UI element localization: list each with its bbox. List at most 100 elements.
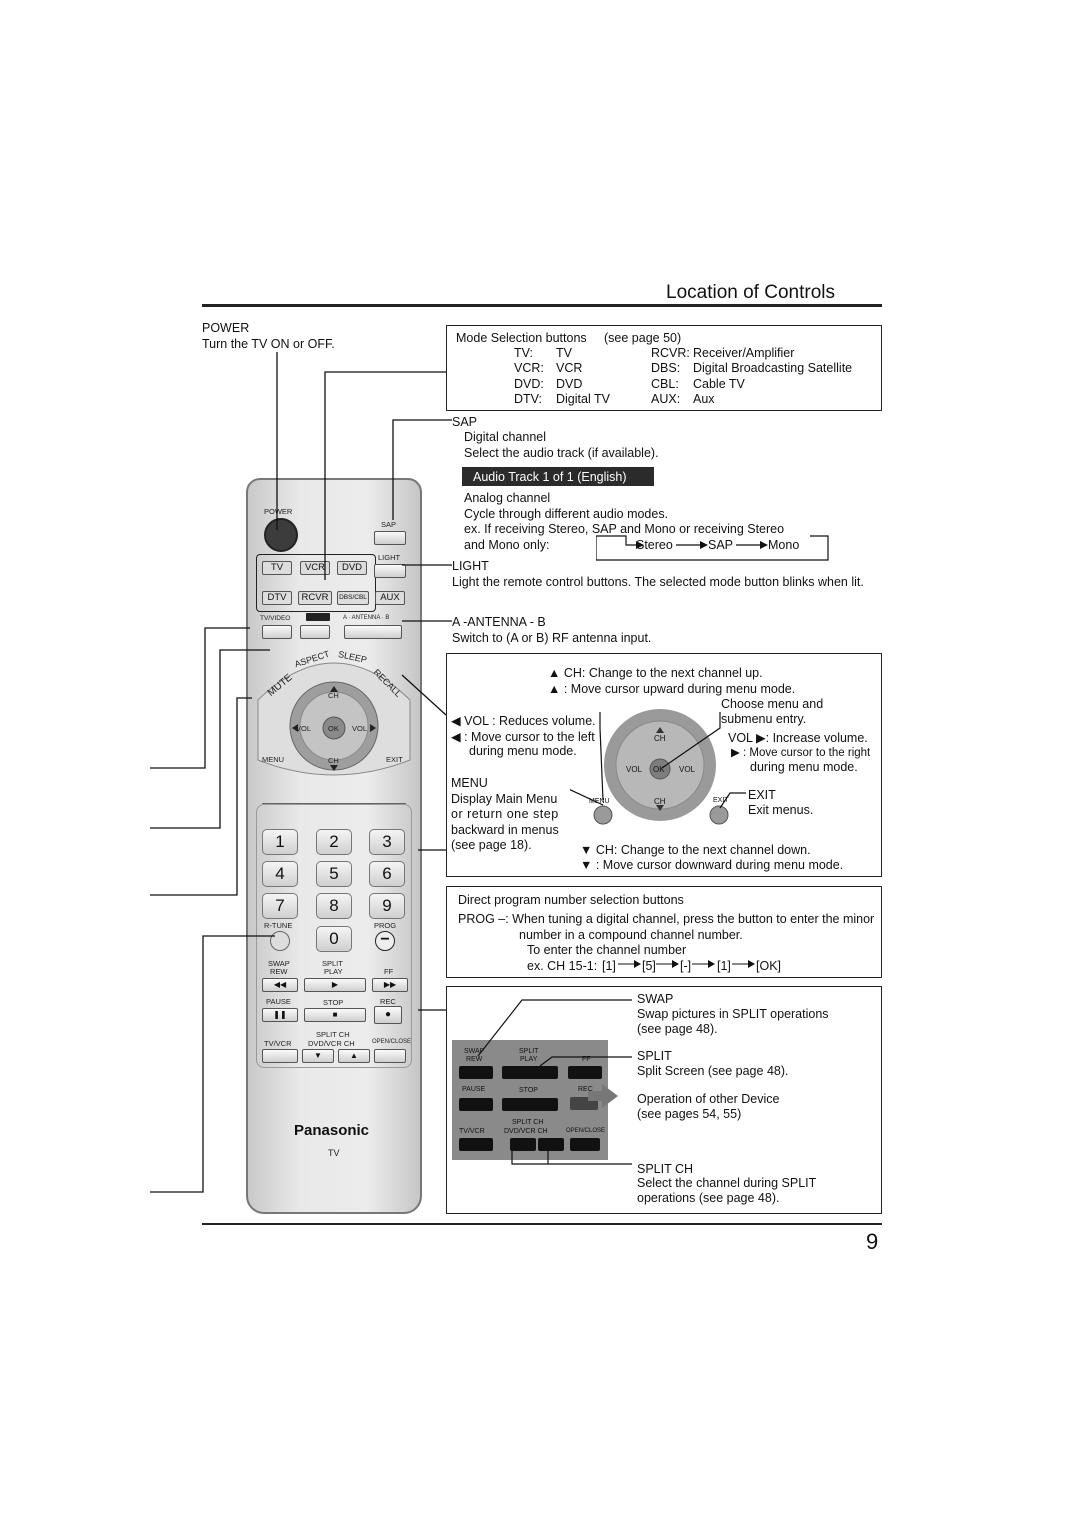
- remote-digit-8: 8: [316, 893, 352, 919]
- nav-cursor-up: ▲ : Move cursor upward during menu mode.: [548, 682, 796, 696]
- sap-cycle-stereo: Stereo: [636, 538, 673, 552]
- panel-pause: PAUSE: [462, 1086, 486, 1093]
- remote-power-button: [264, 518, 298, 552]
- prog-enter: To enter the channel number: [527, 943, 687, 957]
- sap-digital-desc: Select the audio track (if available).: [464, 446, 659, 460]
- mode-value: TV: [556, 346, 572, 360]
- prog-step: [1]: [717, 959, 731, 973]
- power-desc: Turn the TV ON or OFF.: [202, 337, 335, 351]
- prog-step-arrows: [618, 960, 755, 968]
- nav-vol-down: ◀ VOL : Reduces volume.: [451, 714, 596, 728]
- nav-submenu: submenu entry.: [721, 712, 807, 726]
- mode-key: DTV:: [514, 392, 543, 406]
- remote-tvvideo-button: [262, 625, 292, 639]
- nav-cursor-left: ◀ : Move cursor to the left: [451, 730, 595, 744]
- nav-pad-menu: MENU: [589, 798, 610, 805]
- remote-chup-button: ▲: [338, 1049, 370, 1063]
- mode-value: Aux: [693, 392, 715, 406]
- remote-nav-ring: [257, 662, 411, 776]
- remote-digit-3: 3: [369, 829, 405, 855]
- panel-stop: STOP: [519, 1087, 538, 1094]
- mode-value: VCR: [556, 361, 583, 375]
- panel-play-button: [502, 1066, 558, 1079]
- nav-pad-ch-bottom: CH: [654, 797, 666, 806]
- other-device: Operation of other Device: [637, 1092, 780, 1106]
- sap-example: ex. If receiving Stereo, SAP and Mono or…: [464, 522, 785, 536]
- panel-split: SPLIT: [519, 1048, 539, 1055]
- prog-step: [5]: [642, 959, 656, 973]
- antenna-heading: A -ANTENNA - B: [452, 615, 546, 629]
- remote-digit-2: 2: [316, 829, 352, 855]
- remote-dvdvcrch-label: DVD/VCR CH: [308, 1039, 355, 1048]
- split-heading: SPLIT: [637, 1049, 672, 1063]
- panel-tvvcr-button: [459, 1138, 493, 1151]
- nav-pad-illustration: [570, 709, 746, 825]
- program-number-box: [446, 886, 882, 978]
- mode-value: Digital Broadcasting Satellite: [693, 361, 853, 375]
- remote-dvd-button: DVD: [337, 561, 367, 575]
- splitch-see: operations (see page 48).: [637, 1191, 780, 1205]
- remote-rtune-label: R-TUNE: [264, 921, 293, 930]
- panel-chup-button: [538, 1138, 564, 1151]
- remote-tvvcr-label: TV/VCR: [264, 1039, 292, 1048]
- prog-desc2: number in a compound channel number.: [519, 928, 743, 942]
- panel-splitch: SPLIT CH: [512, 1119, 544, 1126]
- mode-value: DVD: [556, 377, 583, 391]
- remote-dtv-button: DTV: [262, 591, 292, 605]
- nav-ch-up: ▲ CH: Change to the next channel up.: [548, 666, 763, 680]
- sap-cycle-arrows: [596, 535, 829, 561]
- remote-digit-9: 9: [369, 893, 405, 919]
- remote-ff-button: ▶▶: [372, 978, 408, 992]
- remote-pause-label: PAUSE: [266, 997, 291, 1006]
- sap-heading: SAP: [452, 415, 478, 429]
- remote-sap-label: SAP: [381, 520, 397, 529]
- panel-callout-lines: [477, 999, 632, 1165]
- remote-antenna-label: A · ANTENNA · B: [343, 615, 390, 621]
- nav-cursor-right2: during menu mode.: [750, 760, 858, 774]
- sap-analog-desc: Cycle through different audio modes.: [464, 507, 669, 521]
- remote-ff-label: FF: [384, 967, 394, 976]
- panel-rew: REW: [466, 1056, 483, 1063]
- mode-value: Receiver/Amplifier: [693, 346, 795, 360]
- bottom-rule: [202, 1223, 882, 1225]
- mode-key: DVD:: [514, 377, 544, 391]
- remote-sd-button: [300, 625, 330, 639]
- remote-vol-left-label: VOL: [296, 724, 312, 733]
- nav-pad-ch-top: CH: [654, 734, 666, 743]
- prog-desc: PROG –: When tuning a digital channel, p…: [458, 912, 875, 926]
- prog-step: [OK]: [756, 959, 782, 973]
- mode-value: Cable TV: [693, 377, 745, 391]
- remote-ok-label: OK: [328, 724, 339, 733]
- nav-choose-menu: Choose menu and: [721, 697, 824, 711]
- remote-rcvr-button: RCVR: [298, 591, 332, 605]
- swap-desc: Swap pictures in SPLIT operations: [637, 1007, 829, 1021]
- remote-control: POWER SAP LIGHT TV VCR DVD DTV RCVR DBS/…: [246, 478, 422, 1214]
- mode-see-page: (see page 50): [604, 331, 682, 345]
- panel-swap: SWAP: [464, 1048, 485, 1055]
- vcr-buttons-panel: SWAP REW SPLIT PLAY FF PAUSE STOP REC SP…: [452, 1040, 608, 1160]
- prog-step: [1]: [602, 959, 616, 973]
- nav-cursor-right: ▶ : Move cursor to the right: [731, 747, 871, 759]
- remote-vol-right-label: VOL: [352, 724, 368, 733]
- remote-vcr-button: VCR: [300, 561, 330, 575]
- prog-step: [-]: [680, 959, 692, 973]
- panel-ff: FF: [582, 1056, 591, 1063]
- sap-osd-banner: [462, 467, 654, 486]
- sap-cycle-mono: Mono: [768, 538, 800, 552]
- sap-digital: Digital channel: [464, 430, 546, 444]
- panel-chdown-button: [510, 1138, 536, 1151]
- remote-chdown-button: ▼: [302, 1049, 334, 1063]
- nav-cursor-left2: during menu mode.: [469, 744, 577, 758]
- prog-example-prefix: ex. CH 15-1:: [527, 959, 598, 973]
- remote-stop-button: ■: [304, 1008, 366, 1022]
- remote-model-label: TV: [328, 1148, 340, 1158]
- prog-heading: Direct program number selection buttons: [458, 893, 684, 907]
- panel-play: PLAY: [520, 1056, 538, 1063]
- remote-digit-7: 7: [262, 893, 298, 919]
- remote-openclose-label: OPEN/CLOSE: [372, 1039, 412, 1045]
- sd-card-icon: [306, 613, 330, 621]
- page-title: Location of Controls: [666, 282, 835, 303]
- splitch-desc: Select the channel during SPLIT: [637, 1176, 817, 1190]
- nav-menu-desc: or return one step: [451, 807, 559, 821]
- light-desc: Light the remote control buttons. The se…: [452, 575, 864, 589]
